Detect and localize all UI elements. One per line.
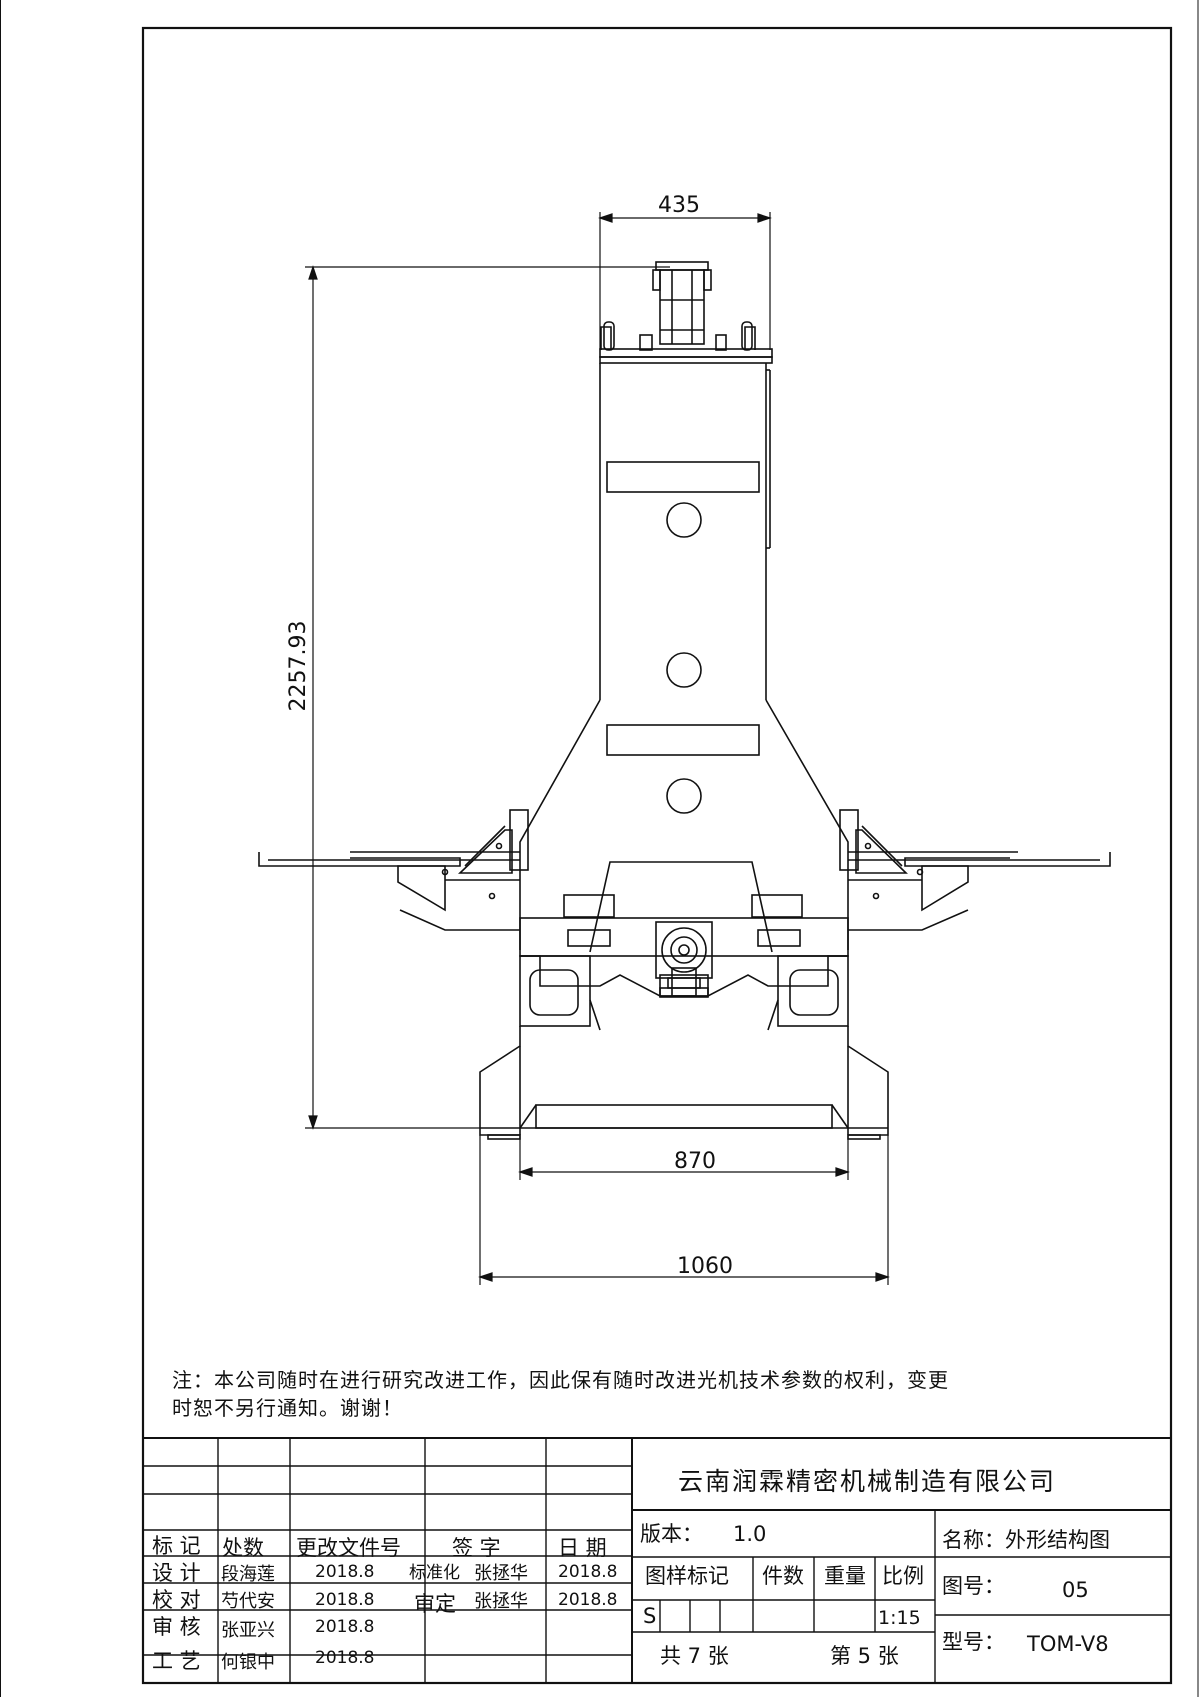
pattern-mark-value: S — [643, 1604, 657, 1628]
version-label: 版本： — [640, 1522, 703, 1546]
name-design: 段海莲 — [221, 1564, 275, 1585]
company-name: 云南润霖精密机械制造有限公司 — [678, 1467, 1057, 1496]
role-review: 审 核 — [152, 1615, 201, 1639]
column-scale: 比例 — [882, 1564, 924, 1588]
date-review: 2018.8 — [315, 1617, 375, 1637]
date-process: 2018.8 — [315, 1648, 375, 1668]
date-design: 2018.8 — [315, 1562, 375, 1582]
title-block-grid — [143, 1437, 1171, 1683]
version-value: 1.0 — [733, 1522, 767, 1546]
header-date: 日 期 — [558, 1536, 607, 1560]
header-change-doc: 更改文件号 — [296, 1536, 401, 1560]
note-line-1: 注：本公司随时在进行研究改进工作，因此保有随时改进光机技术参数的权利，变更 — [172, 1368, 949, 1392]
header-count: 处数 — [222, 1536, 264, 1560]
dim-base-inner-width-label: 870 — [674, 1149, 716, 1174]
drawing-frame — [141, 26, 1173, 1685]
standardization-date: 2018.8 — [558, 1562, 618, 1582]
revision-note: 注：本公司随时在进行研究改进工作，因此保有随时改进光机技术参数的权利，变更 时恕… — [172, 1366, 1172, 1422]
name-proofread: 芍代安 — [221, 1591, 275, 1612]
name-review: 张亚兴 — [221, 1620, 275, 1641]
standardization-label: 标准化 — [409, 1563, 460, 1583]
dim-top-width-label: 435 — [658, 193, 700, 218]
header-signature: 签 字 — [452, 1536, 501, 1560]
drawing-no-value: 05 — [1062, 1578, 1089, 1602]
standardization-name: 张拯华 — [474, 1563, 528, 1584]
dimension-lines — [305, 212, 890, 1285]
note-line-2: 时恕不另行通知。谢谢！ — [172, 1396, 403, 1420]
drawing-name: 名称：外形结构图 — [942, 1528, 1110, 1552]
total-sheets: 共 7 张 — [660, 1644, 729, 1668]
machine-outline — [258, 261, 1111, 1140]
scale-value: 1:15 — [878, 1607, 921, 1629]
role-proofread: 校 对 — [152, 1588, 201, 1612]
drawing-no-label: 图号： — [942, 1574, 1005, 1598]
model-value: TOM-V8 — [1027, 1632, 1109, 1656]
model-label: 型号： — [942, 1630, 1005, 1654]
date-proofread: 2018.8 — [315, 1590, 375, 1610]
dim-height-label: 2257.93 — [286, 621, 311, 712]
approval-date: 2018.8 — [558, 1590, 618, 1610]
column-weight: 重量 — [824, 1564, 866, 1588]
approval-name: 张拯华 — [474, 1591, 528, 1612]
column-quantity: 件数 — [762, 1564, 804, 1588]
approval-label: 审定 — [414, 1592, 456, 1616]
dim-base-outer-width-label: 1060 — [677, 1254, 733, 1279]
column-pattern-mark: 图样标记 — [645, 1564, 729, 1588]
name-process: 何银中 — [221, 1652, 275, 1673]
role-design: 设 计 — [152, 1561, 201, 1585]
header-mark: 标 记 — [152, 1534, 201, 1558]
role-process: 工 艺 — [152, 1649, 201, 1673]
sheet-number: 第 5 张 — [830, 1644, 899, 1668]
